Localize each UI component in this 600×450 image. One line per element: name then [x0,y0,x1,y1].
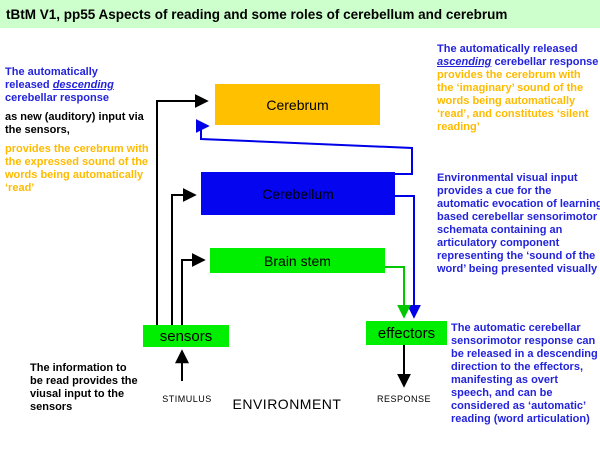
annotation-left-blue-pre: The automatically released [5,66,98,91]
effectors-box: effectors [366,321,447,345]
environment-label: ENVIRONMENT [232,396,342,412]
annotation-left-black: as new (auditory) input via the sensors, [5,111,144,136]
annotation-left-blue: The automatically released descending ce… [5,66,135,105]
brainstem-box: Brain stem [210,248,385,273]
annotation-top-right-blue: The automatically released ascending cer… [437,43,599,69]
page-title: tBtM V1, pp55 Aspects of reading and som… [6,6,508,22]
cerebrum-box: Cerebrum [215,84,380,125]
arrow-brainstem-to-effectors [385,266,411,319]
annotation-bottom-left: The information to be read provides the … [30,362,138,413]
effectors-label: effectors [377,324,436,342]
annotation-left-blue-em: descending [52,79,114,91]
annotation-top-right: The automatically released ascending cer… [437,43,599,134]
annotation-top-right-blue-em: ascending [437,56,492,68]
title-bar: tBtM V1, pp55 Aspects of reading and som… [0,0,600,28]
arrow-sensors-to-cerebellum [171,188,197,326]
annotation-top-right-orange: provides the cerebrum with the ‘imaginar… [437,69,589,133]
arrow-cerebellum-descending-to-effectors [395,195,421,319]
sensors-label: sensors [159,327,213,345]
arrow-sensors-to-brainstem [181,253,206,326]
annotation-mid-right: Environmental visual input provides a cu… [437,172,600,275]
sensors-box: sensors [143,325,229,347]
annotation-top-right-blue-pre: The automatically released [437,43,578,55]
cerebrum-label: Cerebrum [266,96,329,113]
cerebellum-label: Cerebellum [262,185,334,202]
annotation-top-right-blue-post: cerebellar response [491,56,599,68]
arrow-cerebellum-ascending-to-cerebrum [195,119,413,175]
annotation-left-orange: provides the cerebrum with the expressed… [5,143,149,194]
response-label: RESPONSE [376,394,431,404]
stimulus-label: STIMULUS [162,394,212,404]
annotation-left-blue-post: cerebellar response [5,92,109,104]
brainstem-label: Brain stem [264,252,331,269]
cerebellum-box: Cerebellum [201,172,395,215]
arrow-sensors-to-cerebrum [156,94,209,326]
annotation-bottom-right: The automatic cerebellar sensorimotor re… [451,322,598,425]
annotation-left: The automatically released descending ce… [5,66,165,201]
